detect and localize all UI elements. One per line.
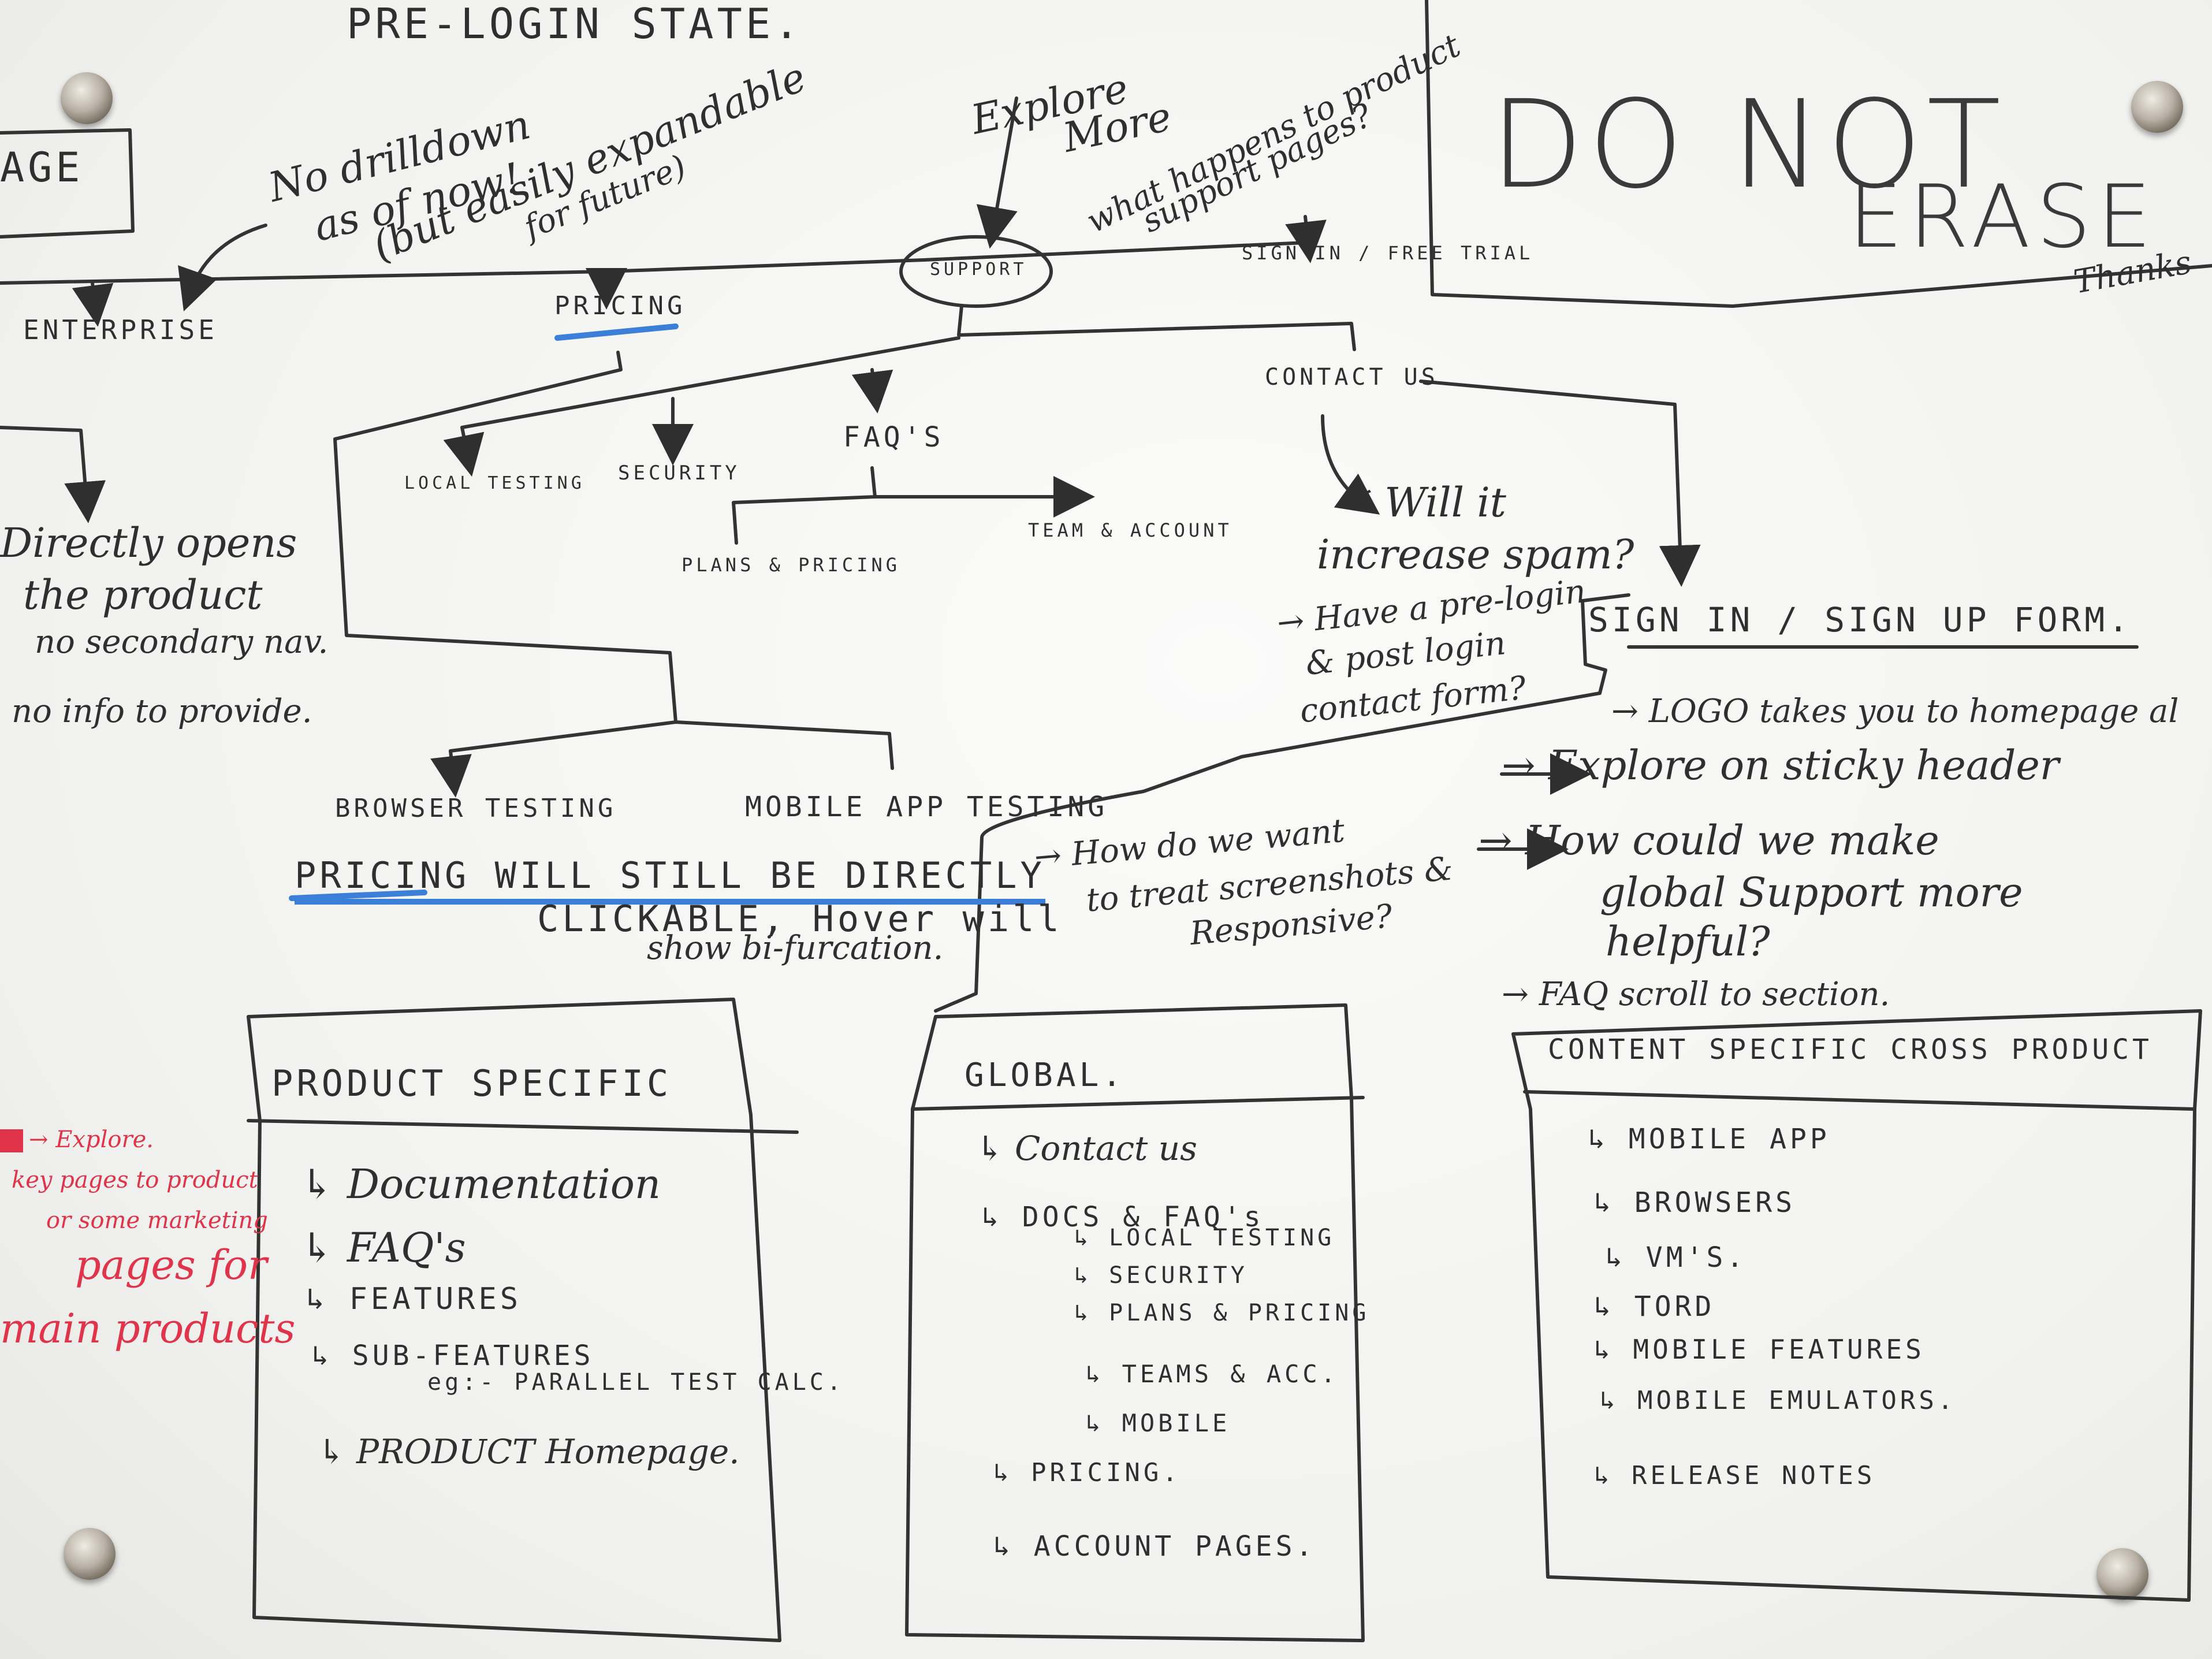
note-pricing-1: PRICING WILL STILL BE DIRECTLY <box>295 854 1045 905</box>
mounting-bolt <box>61 72 113 124</box>
note-spam-1: * Will it <box>1351 479 1506 526</box>
node-faqs: FAQ'S <box>843 421 944 453</box>
signin-form-item: → Explore on sticky header <box>1502 742 2060 789</box>
note-pricing-1-text: PRICING WILL STILL BE DIRECTLY <box>295 854 1045 905</box>
note-directly-3: no secondary nav. <box>35 623 329 661</box>
note-directly-2: the product <box>23 571 263 619</box>
box-item: ↳ SUB-FEATURES <box>312 1340 594 1372</box>
note-red-4: pages for <box>75 1241 267 1289</box>
node-team-account: TEAM & ACCOUNT <box>1028 519 1232 541</box>
box-item: ↳ BROWSERS <box>1594 1186 1796 1219</box>
note-pricing-2: CLICKABLE, Hover will <box>537 898 1063 940</box>
box-item: ↳ PRICING. <box>993 1458 1181 1487</box>
page-title: PRE-LOGIN STATE. <box>347 0 803 48</box>
signin-form-item: helpful? <box>1606 918 1770 965</box>
box-item: ↳ SECURITY <box>1074 1262 1248 1289</box>
box-item: ↳ VM'S. <box>1606 1241 1747 1274</box>
box-item: ↳ TORD <box>1594 1290 1715 1323</box>
box-item: eg:- PARALLEL TEST CALC. <box>427 1369 844 1396</box>
node-support: SUPPORT <box>930 259 1027 280</box>
note-pricing-3: show bi-furcation. <box>647 929 944 967</box>
mounting-bolt <box>64 1528 116 1580</box>
box-item: ↳ FAQ's <box>300 1224 466 1271</box>
note-red-5: main products <box>0 1305 296 1352</box>
box-global-title: GLOBAL. <box>965 1057 1126 1094</box>
note-spam-2: increase spam? <box>1317 531 1634 578</box>
note-directly-4: no info to provide. <box>12 693 312 730</box>
box-product-specific-title: PRODUCT SPECIFIC <box>271 1062 672 1104</box>
signin-form-item: → FAQ scroll to section. <box>1502 976 1890 1013</box>
do-not-erase-line-1: DO NOT <box>1490 74 2006 215</box>
box-item: ↳ RELEASE NOTES <box>1594 1461 1876 1490</box>
note-directly-1: Directly opens <box>0 519 297 567</box>
box-item: ↳ TEAMS & ACC. <box>1086 1360 1339 1388</box>
box-item: ↳ LOCAL TESTING <box>1074 1225 1335 1251</box>
signin-form-title: SIGN IN / SIGN UP FORM. <box>1588 600 2132 639</box>
box-item: ↳ DOCS & FAQ's <box>982 1201 1264 1233</box>
box-item: ↳ ACCOUNT PAGES. <box>993 1530 1316 1563</box>
box-item: ↳ MOBILE <box>1086 1409 1231 1437</box>
box-item: ↳ FEATURES <box>306 1282 522 1316</box>
box-item: ↳ PLANS & PRICING <box>1074 1300 1370 1326</box>
box-item: ↳ MOBILE EMULATORS. <box>1600 1386 1957 1415</box>
node-pricing: PRICING <box>554 291 686 321</box>
note-red-2: key pages to product <box>12 1167 258 1193</box>
box-content-specific-title: CONTENT SPECIFIC CROSS PRODUCT <box>1548 1033 2153 1066</box>
box-item: ↳ PRODUCT Homepage. <box>318 1432 740 1471</box>
left-box-label: AGE <box>0 144 84 191</box>
signin-form-item: global Support more <box>1600 869 2023 916</box>
node-contact-us: CONTACT US <box>1265 364 1439 390</box>
node-enterprise: ENTERPRISE <box>23 314 218 345</box>
node-local-testing: LOCAL TESTING <box>404 473 585 493</box>
node-signin-free: SIGN IN / FREE TRIAL <box>1242 242 1534 264</box>
box-item: ↳ Documentation <box>300 1160 661 1208</box>
signin-form-item: → LOGO takes you to homepage al <box>1611 693 2179 730</box>
box-item: ↳ Contact us <box>976 1129 1197 1168</box>
mounting-bolt <box>2096 1548 2148 1600</box>
node-plans-pricing: PLANS & PRICING <box>682 554 900 576</box>
signin-form-item: → How could we make <box>1479 817 1939 864</box>
box-item: ↳ MOBILE APP <box>1588 1123 1830 1155</box>
box-item: ↳ MOBILE FEATURES <box>1594 1334 1925 1365</box>
note-red-3: or some marketing <box>46 1207 268 1234</box>
node-security: SECURITY <box>618 462 740 485</box>
do-not-erase-line-2: ERASE <box>1848 167 2158 267</box>
node-mobile-app-testing: MOBILE APP TESTING <box>745 791 1108 823</box>
mounting-bolt <box>2131 81 2183 133</box>
node-browser-testing: BROWSER TESTING <box>335 794 617 823</box>
note-red-1: → Explore. <box>29 1126 154 1153</box>
